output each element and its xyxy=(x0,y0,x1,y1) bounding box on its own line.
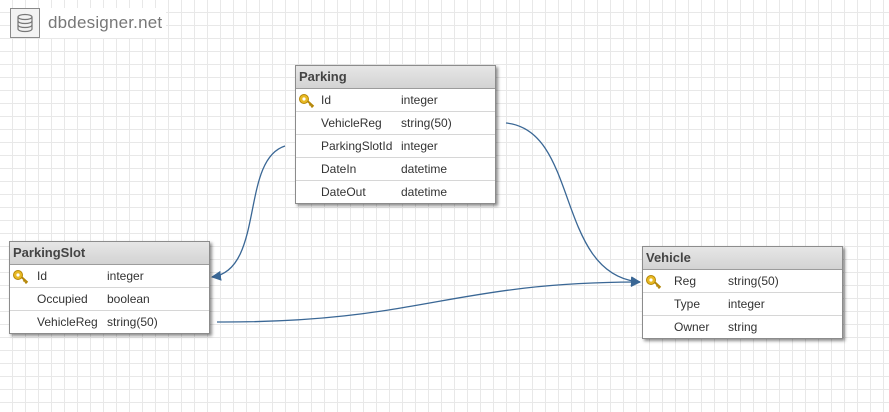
field-type: datetime xyxy=(401,185,448,199)
field-row[interactable]: VehicleReg string(50) xyxy=(10,311,209,333)
field-row[interactable]: ParkingSlotId integer xyxy=(296,135,495,158)
field-row[interactable]: DateOut datetime xyxy=(296,181,495,203)
field-name: Occupied xyxy=(37,292,88,306)
key-icon xyxy=(298,92,316,109)
field-name: ParkingSlotId xyxy=(321,139,393,153)
field-name: Id xyxy=(321,93,332,107)
table-title[interactable]: Vehicle xyxy=(643,247,842,270)
field-type: boolean xyxy=(107,292,150,306)
brand-name: dbdesigner.net xyxy=(48,13,163,32)
field-type: integer xyxy=(401,139,438,153)
table-parkingslot[interactable]: ParkingSlot Id integer Occupied boolean … xyxy=(9,241,210,334)
relation-parking-vehicle[interactable] xyxy=(505,122,641,287)
field-type: integer xyxy=(401,93,438,107)
field-row[interactable]: Owner string xyxy=(643,316,842,338)
field-name: Owner xyxy=(674,320,710,334)
field-row[interactable]: VehicleReg string(50) xyxy=(296,112,495,135)
field-row[interactable]: Id integer xyxy=(296,89,495,112)
table-parking[interactable]: Parking Id integer VehicleReg string(50)… xyxy=(295,65,496,204)
field-type: string(50) xyxy=(728,274,779,288)
field-type: integer xyxy=(728,297,765,311)
field-type: string(50) xyxy=(401,116,452,130)
database-icon xyxy=(10,8,40,38)
field-type: integer xyxy=(107,269,144,283)
field-row[interactable]: Occupied boolean xyxy=(10,288,209,311)
brand-logo[interactable]: dbdesigner.net xyxy=(10,8,167,38)
field-name: DateIn xyxy=(321,162,357,176)
table-title[interactable]: ParkingSlot xyxy=(10,242,209,265)
field-type: string(50) xyxy=(107,315,158,329)
field-name: VehicleReg xyxy=(37,315,98,329)
relation-parking-parkingslot[interactable] xyxy=(211,145,286,281)
field-name: Reg xyxy=(674,274,697,288)
field-name: DateOut xyxy=(321,185,366,199)
field-row[interactable]: Reg string(50) xyxy=(643,270,842,293)
field-row[interactable]: Type integer xyxy=(643,293,842,316)
field-type: string xyxy=(728,320,758,334)
table-vehicle[interactable]: Vehicle Reg string(50) Type integer Owne… xyxy=(642,246,843,339)
field-name: Type xyxy=(674,297,701,311)
table-title[interactable]: Parking xyxy=(296,66,495,89)
key-icon xyxy=(12,268,30,285)
field-type: datetime xyxy=(401,162,448,176)
field-name: VehicleReg xyxy=(321,116,382,130)
field-row[interactable]: Id integer xyxy=(10,265,209,288)
key-icon xyxy=(645,273,663,290)
field-name: Id xyxy=(37,269,48,283)
field-row[interactable]: DateIn datetime xyxy=(296,158,495,181)
relation-parkingslot-vehicle[interactable] xyxy=(216,277,641,323)
